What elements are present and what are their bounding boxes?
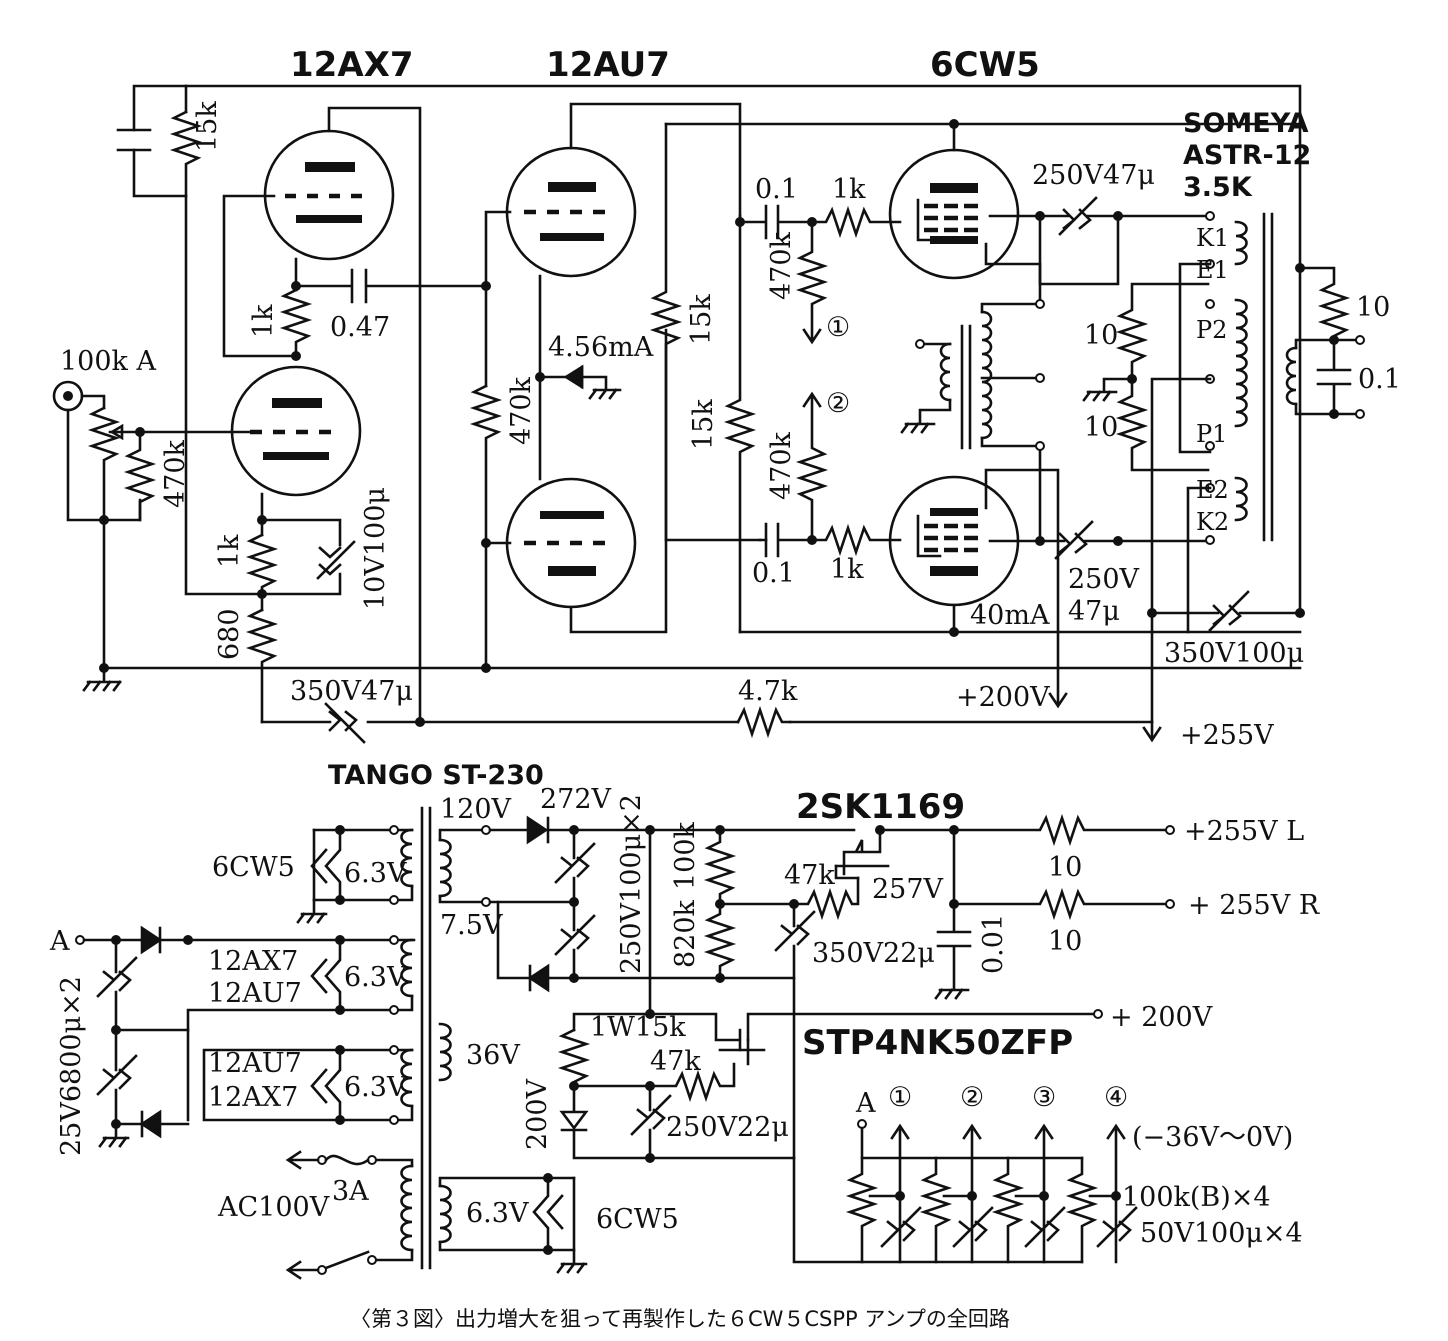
label-250v: 250V: [1068, 564, 1140, 595]
label-470k-pi: 470k: [506, 376, 537, 445]
label-fuse: 3A: [332, 1176, 369, 1207]
label-047: 0.47: [330, 312, 390, 343]
label-bias-1: ①: [826, 312, 850, 343]
stage-12ax7: 15k 1k 0.47 1k 680 10V100μ 100k A: [52, 84, 488, 724]
label-470k-top: 470k: [766, 231, 797, 300]
label-out-200: + 200V: [1110, 1002, 1213, 1033]
label-10-l: 10: [1048, 852, 1082, 883]
tap-p2: P2: [1196, 316, 1227, 344]
label-h3-tube-b: 12AX7: [208, 1082, 298, 1113]
label-10-r: 10: [1048, 926, 1082, 957]
label-rail-255: +255V: [1180, 720, 1274, 751]
otx-impedance: 3.5K: [1183, 172, 1253, 203]
label-h2-tube-b: 12AU7: [208, 978, 302, 1009]
label-250v47-top: 250V47μ: [1032, 160, 1155, 191]
label-bias-n4: ④: [1104, 1082, 1128, 1113]
label-257v: 257V: [872, 874, 944, 905]
label-zener: 200V: [522, 1078, 553, 1150]
label-47k-g1: 47k: [784, 860, 835, 891]
label-350v100: 350V100μ: [1164, 638, 1304, 669]
label-820k: 820k: [670, 899, 701, 968]
label-2sk1169: 2SK1169: [796, 787, 965, 827]
label-15k-b: 15k: [688, 399, 719, 450]
bias-pots: [845, 1123, 1138, 1264]
label-h2-tube-a: 12AX7: [208, 946, 298, 977]
label-h3-v: 6.3V: [344, 1072, 407, 1103]
stage-6cw5: 40mA 0.1 1k 470k ① 0.1 1k 470k ② 250V47μ: [290, 119, 1401, 751]
otx-model: ASTR-12: [1183, 140, 1311, 171]
label-1k-plate: 1k: [248, 304, 279, 338]
label-rail-200: +200V: [956, 682, 1050, 713]
label-node-a: A: [49, 926, 70, 957]
label-01-top: 0.1: [755, 174, 798, 205]
label-stp4nk50zfp: STP4NK50ZFP: [802, 1023, 1073, 1063]
label-15k-a: 15k: [686, 294, 717, 345]
stage-12au7: 470k 4.56mA 15k 15k: [469, 102, 1302, 673]
label-h3-tube-a: 12AU7: [208, 1048, 302, 1079]
label-120v: 120V: [440, 794, 512, 825]
tube-label-12ax7: 12AX7: [290, 45, 414, 85]
tube-label-6cw5: 6CW5: [930, 45, 1040, 85]
label-47u: 47μ: [1068, 596, 1120, 627]
label-456ma: 4.56mA: [548, 332, 654, 363]
tap-k2: K2: [1196, 508, 1229, 536]
label-47k: 4.7k: [738, 676, 798, 707]
label-10-zobel: 10: [1356, 292, 1390, 323]
tap-e1: E1: [1196, 256, 1229, 284]
label-250v100x2: 250V100μ×2: [616, 794, 647, 974]
label-bias-node-a: A: [855, 1088, 876, 1119]
label-power-tx: TANGO ST-230: [328, 760, 544, 791]
label-bias-n3: ③: [1032, 1082, 1056, 1113]
label-mains: AC100V: [217, 1192, 330, 1223]
label-40ma: 40mA: [970, 600, 1050, 631]
label-bias-n2: ②: [960, 1082, 984, 1113]
tap-e2: E2: [1196, 476, 1229, 504]
label-h1-tube: 6CW5: [212, 852, 295, 883]
label-h4-tube: 6CW5: [596, 1204, 679, 1235]
label-272v: 272V: [540, 784, 612, 815]
label-470k-bot: 470k: [766, 431, 797, 500]
tap-p1: P1: [1196, 420, 1227, 448]
label-input-pot: 100k A: [60, 346, 156, 377]
power-supply: TANGO ST-230 2SK1169 STP4NK50ZFP 120V 7.…: [49, 760, 1320, 1280]
label-caps-heater: 25V6800μ×2: [56, 976, 87, 1156]
label-h4-v: 6.3V: [466, 1198, 529, 1229]
label-250v22: 250V22μ: [666, 1112, 789, 1143]
label-350v22: 350V22μ: [812, 938, 935, 969]
tap-k1: K1: [1196, 224, 1229, 252]
label-out-r: + 255V R: [1188, 890, 1320, 921]
label-001: 0.01: [978, 914, 1009, 974]
figure-caption: 〈第３図〉出力増大を狙って再製作した６CW５CSPP アンプの全回路: [350, 1307, 1010, 1331]
label-100k: 100k: [670, 821, 701, 890]
label-bias-n1: ①: [888, 1082, 912, 1113]
tube-label-12au7: 12AU7: [546, 45, 670, 85]
label-h1-v: 6.3V: [344, 858, 407, 889]
label-470k-grid: 470k: [160, 439, 191, 508]
label-47k-g2: 47k: [650, 1046, 701, 1077]
label-1k-top: 1k: [832, 174, 866, 205]
label-15k: 15k: [192, 101, 223, 152]
label-10-b: 10: [1084, 412, 1118, 443]
label-bias-range: (−36V〜0V): [1132, 1122, 1293, 1153]
label-01-bot: 0.1: [752, 558, 795, 589]
label-350v47: 350V47μ: [290, 676, 413, 707]
label-h2-v: 6.3V: [344, 962, 407, 993]
rails: [102, 84, 1302, 724]
label-10v100: 10V100μ: [360, 487, 391, 610]
label-bias-2: ②: [826, 388, 850, 419]
label-bias-pots: 100k(B)×4: [1122, 1182, 1271, 1213]
label-out-l: +255V L: [1184, 816, 1304, 847]
label-36v: 36V: [466, 1040, 520, 1071]
label-01-zobel: 0.1: [1358, 364, 1401, 395]
label-bias-caps: 50V100μ×4: [1140, 1218, 1303, 1249]
label-10-a: 10: [1084, 320, 1118, 351]
label-680: 680: [214, 608, 245, 660]
label-1w15k: 1W15k: [590, 1012, 686, 1043]
otx-terminals: [1205, 211, 1215, 545]
tube-6cw5-upper: [888, 148, 1020, 280]
label-75v: 7.5V: [440, 910, 503, 941]
label-1k-bot: 1k: [830, 554, 864, 585]
label-1k-cathode: 1k: [214, 534, 245, 568]
